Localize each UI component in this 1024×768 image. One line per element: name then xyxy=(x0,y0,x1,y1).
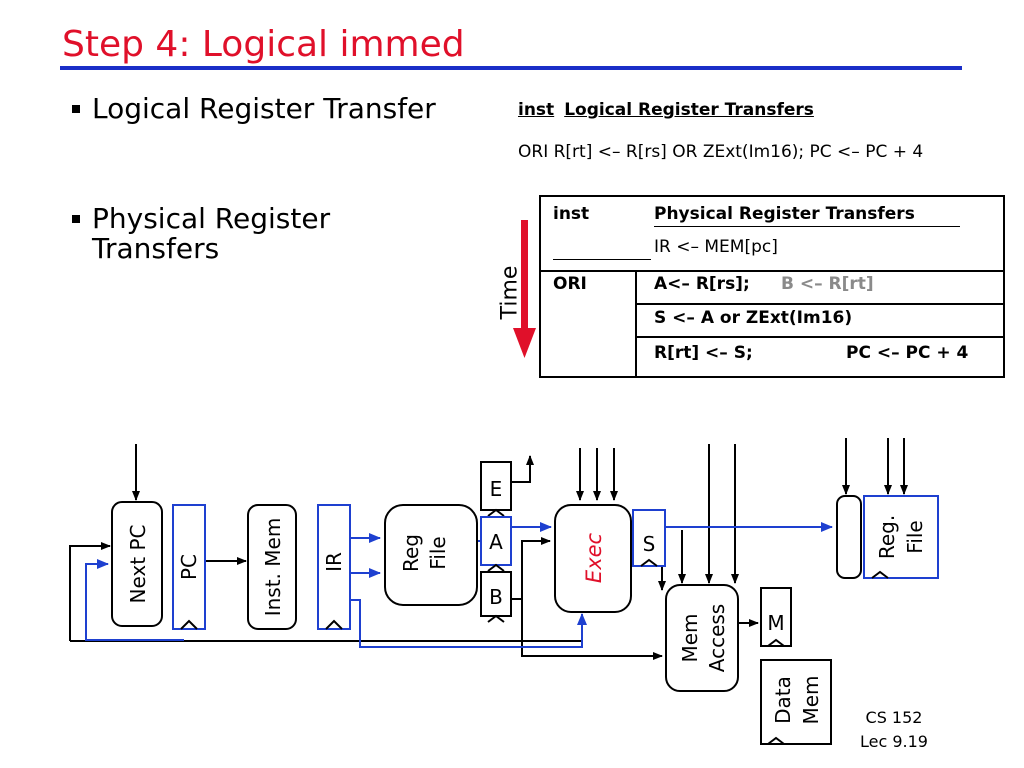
title-underline xyxy=(60,66,962,70)
logical-col-transfers: Logical Register Transfers xyxy=(564,100,814,120)
e-label: E xyxy=(490,477,503,501)
clock-edge-icon xyxy=(325,619,343,630)
step2: S <– A or ZExt(Im16) xyxy=(654,308,853,328)
physical-transfers-table: inst Physical Register Transfers IR <– M… xyxy=(539,195,1005,378)
ori-inst-label: ORI xyxy=(553,274,587,294)
column-separator xyxy=(635,270,637,376)
a-label: A xyxy=(489,530,503,554)
inst-mem-label: Inst. Mem xyxy=(261,518,285,617)
b-label: B xyxy=(489,585,503,609)
clock-edge-icon xyxy=(640,558,658,567)
clock-edge-icon xyxy=(767,736,785,745)
s-label: S xyxy=(643,532,656,556)
slide-title: Step 4: Logical immed xyxy=(62,24,465,65)
course-label: CS 152 xyxy=(865,708,923,727)
mem-access-label-2: Access xyxy=(705,604,729,672)
bullet-physical-text-line2: Transfers xyxy=(92,232,220,265)
bullet-logical-text: Logical Register Transfer xyxy=(92,92,436,125)
data-mem-block xyxy=(760,659,832,745)
row-separator xyxy=(635,303,1003,305)
row-separator xyxy=(541,270,1003,272)
pc-label: PC xyxy=(177,554,201,580)
clock-edge-icon xyxy=(487,563,505,572)
s-register xyxy=(632,509,666,567)
exec-block xyxy=(554,504,632,613)
bullet-square-icon xyxy=(72,215,80,223)
ir-register xyxy=(317,504,351,630)
next-pc-label: Next PC xyxy=(126,525,150,604)
data-mem-label-2: Mem xyxy=(799,675,823,724)
reg-file-block xyxy=(384,504,478,606)
row-separator xyxy=(635,336,1003,338)
bullet-square-icon xyxy=(72,105,80,113)
step3-right: PC <– PC + 4 xyxy=(846,343,969,363)
physical-col-transfers: Physical Register Transfers xyxy=(654,204,915,224)
writeback-mux xyxy=(836,495,862,579)
next-pc-block xyxy=(111,501,163,627)
mem-access-block xyxy=(665,584,739,692)
step1-a: A<– R[rs]; xyxy=(654,274,750,294)
physical-col-inst: inst xyxy=(553,204,590,224)
exec-label: Exec xyxy=(582,532,606,583)
clock-edge-icon xyxy=(487,508,505,517)
inst-mem-block xyxy=(247,504,297,630)
step3-left: R[rt] <– S; xyxy=(654,343,753,363)
header-underline xyxy=(654,226,960,227)
logical-table-row: ORI R[rt] <– R[rs] OR ZExt(Im16); PC <– … xyxy=(518,142,924,162)
reg-file-label-2: File xyxy=(426,536,450,569)
ir-label: IR xyxy=(322,552,346,572)
m-register xyxy=(760,587,792,647)
step1-b: B <– R[rt] xyxy=(781,274,874,294)
clock-edge-icon xyxy=(180,619,198,630)
pc-register xyxy=(172,504,206,630)
fetch-transfer: IR <– MEM[pc] xyxy=(654,237,778,257)
reg-file-label-1: Reg xyxy=(399,534,423,572)
reg-file-dst-label-1: Reg. xyxy=(875,515,899,559)
logical-table-header: inst Logical Register Transfers xyxy=(518,100,824,120)
logical-col-inst: inst xyxy=(518,100,555,120)
reg-file-dst-label-2: File xyxy=(903,520,927,553)
data-mem-label-1: Data xyxy=(771,676,795,724)
e-register xyxy=(480,461,512,511)
bullet-physical-text-line1: Physical Register xyxy=(92,202,331,235)
mem-access-label-1: Mem xyxy=(678,613,702,662)
slide-footer: CS 152 Lec 9.19 xyxy=(860,706,928,754)
reg-file-dst-block xyxy=(863,495,939,579)
fetch-inst-blank-line xyxy=(553,259,651,260)
time-arrow-icon xyxy=(513,220,536,358)
clock-edge-icon xyxy=(871,570,889,579)
m-label: M xyxy=(767,611,784,635)
clock-edge-icon xyxy=(487,614,505,623)
lecture-label: Lec 9.19 xyxy=(860,732,928,751)
clock-edge-icon xyxy=(767,638,785,647)
